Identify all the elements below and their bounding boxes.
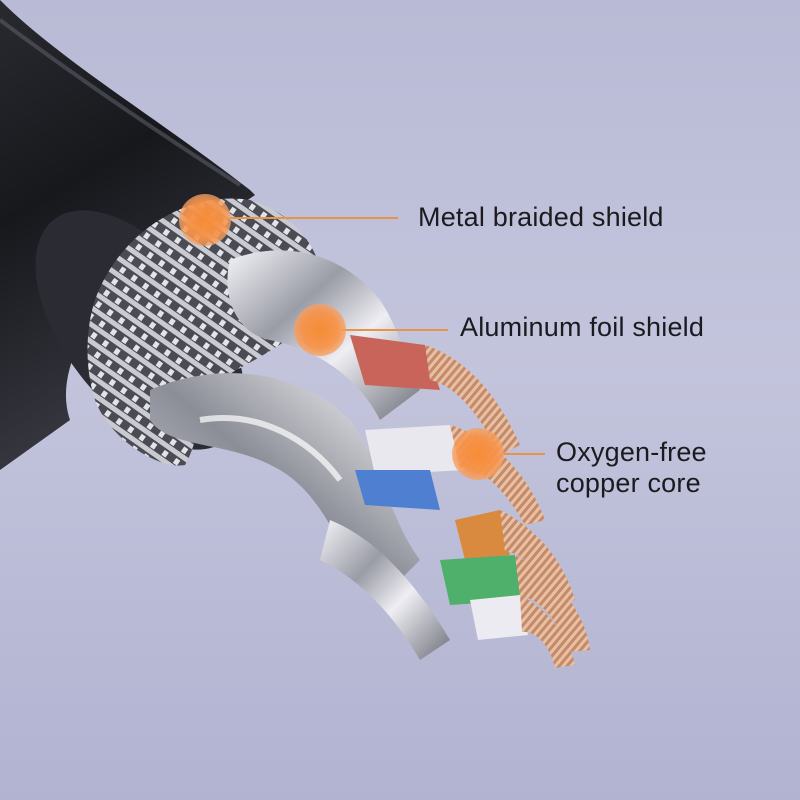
copper-strand-4 xyxy=(515,555,590,652)
orange-dot-marker xyxy=(452,428,504,480)
conductor-red xyxy=(350,335,440,390)
label-oxygen-free-copper-core: Oxygen-free copper core xyxy=(556,437,707,498)
conductor-white-2 xyxy=(470,595,528,640)
conductor-blue xyxy=(355,470,440,510)
copper-strand-1 xyxy=(425,345,520,455)
orange-dot-marker xyxy=(179,194,231,246)
copper-strand-3 xyxy=(500,510,575,605)
label-aluminum-foil-shield: Aluminum foil shield xyxy=(460,312,705,342)
conductor-green xyxy=(440,555,525,605)
conductor-orange xyxy=(455,510,510,560)
orange-dot-marker xyxy=(294,304,346,356)
label-metal-braided-shield: Metal braided shield xyxy=(418,202,664,232)
conductor-white xyxy=(365,425,465,475)
copper-strand-5 xyxy=(520,595,575,668)
